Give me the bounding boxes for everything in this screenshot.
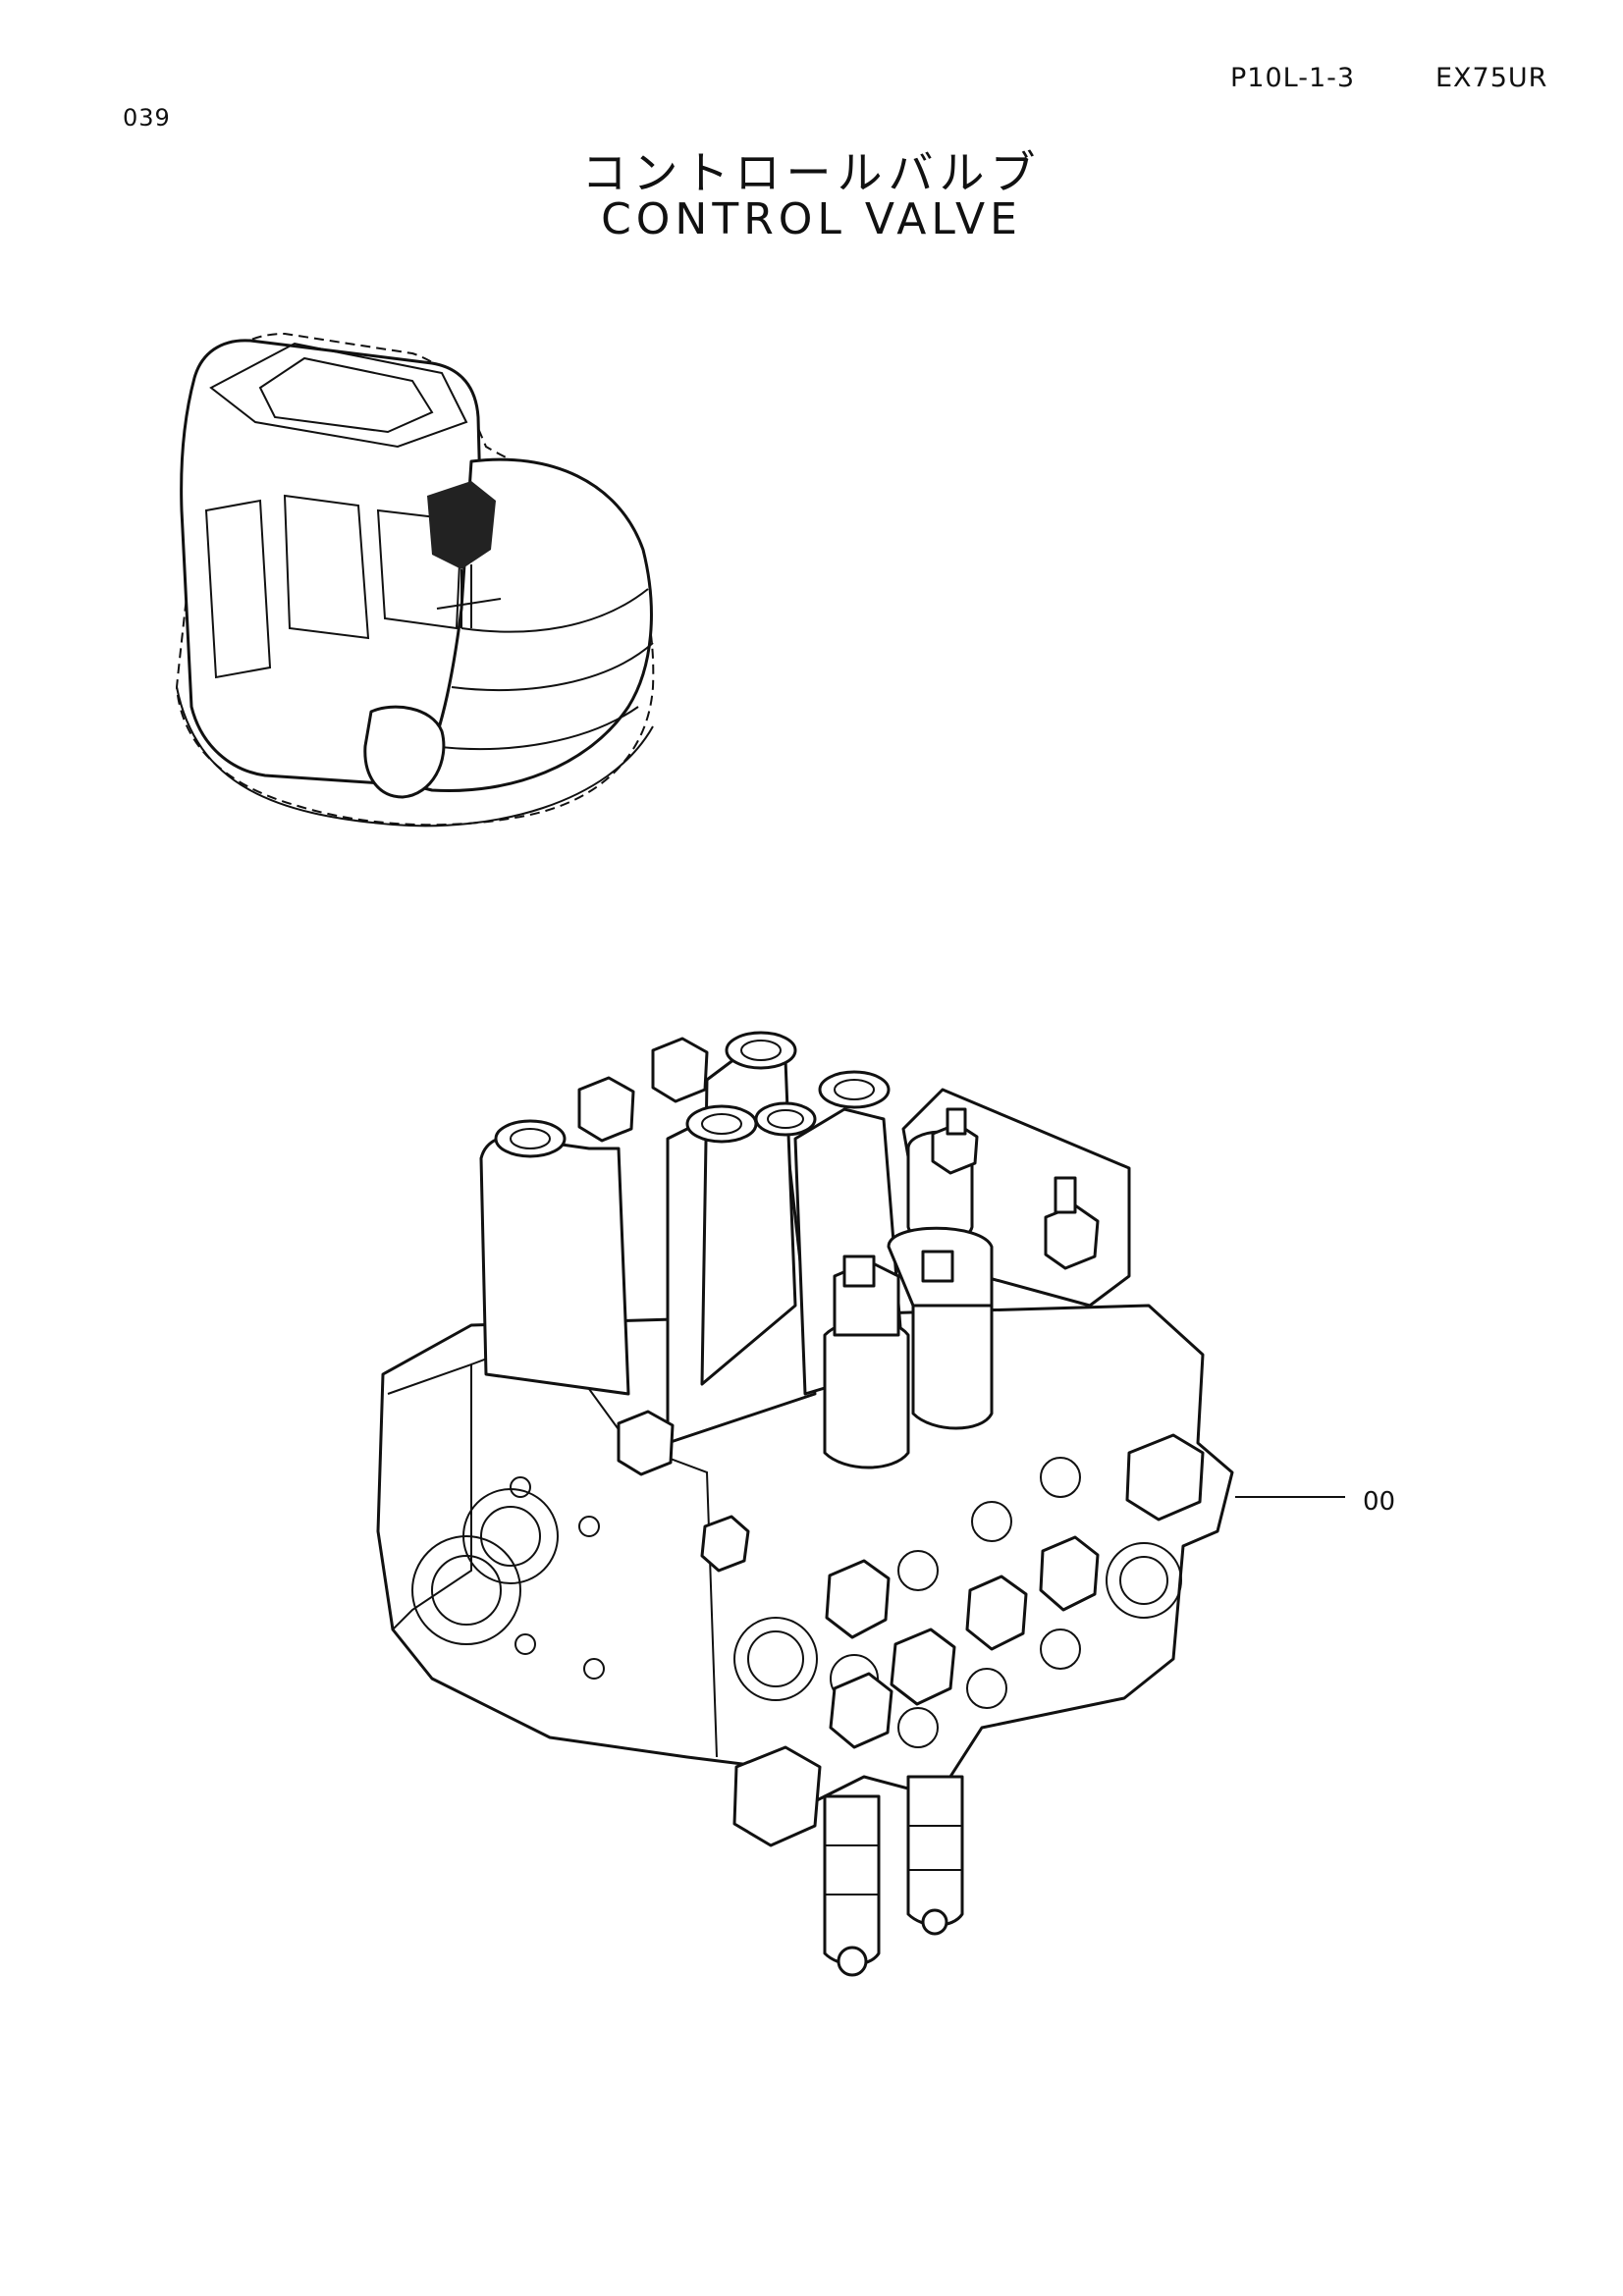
page-title-japanese: コントロールバルブ (581, 146, 1042, 199)
model-name: EX75UR (1435, 63, 1548, 93)
section-code: P10L-1-3 (1230, 63, 1356, 93)
page-number: 039 (123, 104, 171, 132)
page-title-english: CONTROL VALVE (601, 194, 1022, 244)
callout-label: 00 (1363, 1487, 1396, 1517)
